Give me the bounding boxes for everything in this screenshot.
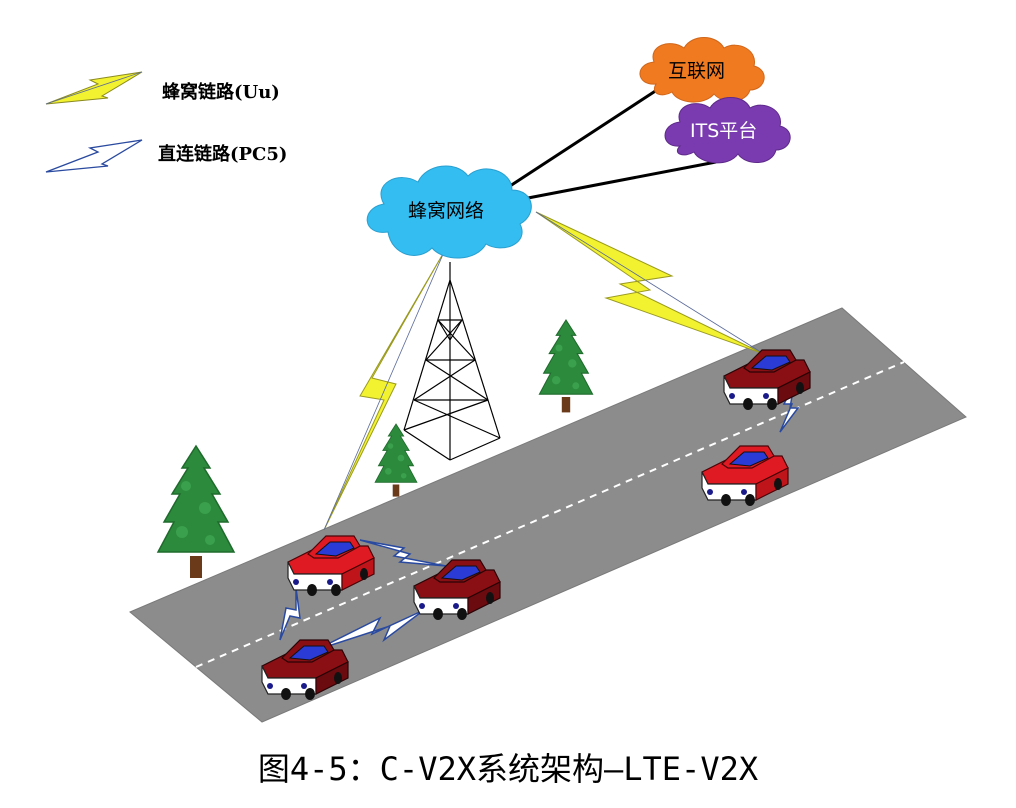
tree-icon [538,319,594,413]
internet-cloud-icon [639,37,765,103]
link-internet [509,86,661,188]
direct-bolt-icon [779,383,800,433]
cellular-link-legend-icon [45,71,143,105]
cell-tower-icon [403,262,501,461]
internet-cloud-label: 互联网 [668,60,726,82]
road-lane-divider [195,361,905,668]
its-platform-cloud-icon [664,97,791,164]
cellular-link-legend-label: 蜂窝链路(Uu) [162,82,280,103]
direct-link-legend-label: 直连链路(PC5) [158,144,288,165]
cellular-network-cloud-label: 蜂窝网络 [408,200,485,222]
link-its-platform [527,160,717,200]
direct-bolt-icon [279,587,301,641]
its-platform-cloud-label: ITS平台 [690,120,758,142]
cellular-bolt-icon [323,251,445,531]
figure-caption: 图4-5：C-V2X系统架构—LTE-V2X [257,750,759,788]
direct-link-legend-icon [45,139,143,173]
tree-icon [157,445,235,579]
cellular-network-cloud-icon [366,165,532,259]
